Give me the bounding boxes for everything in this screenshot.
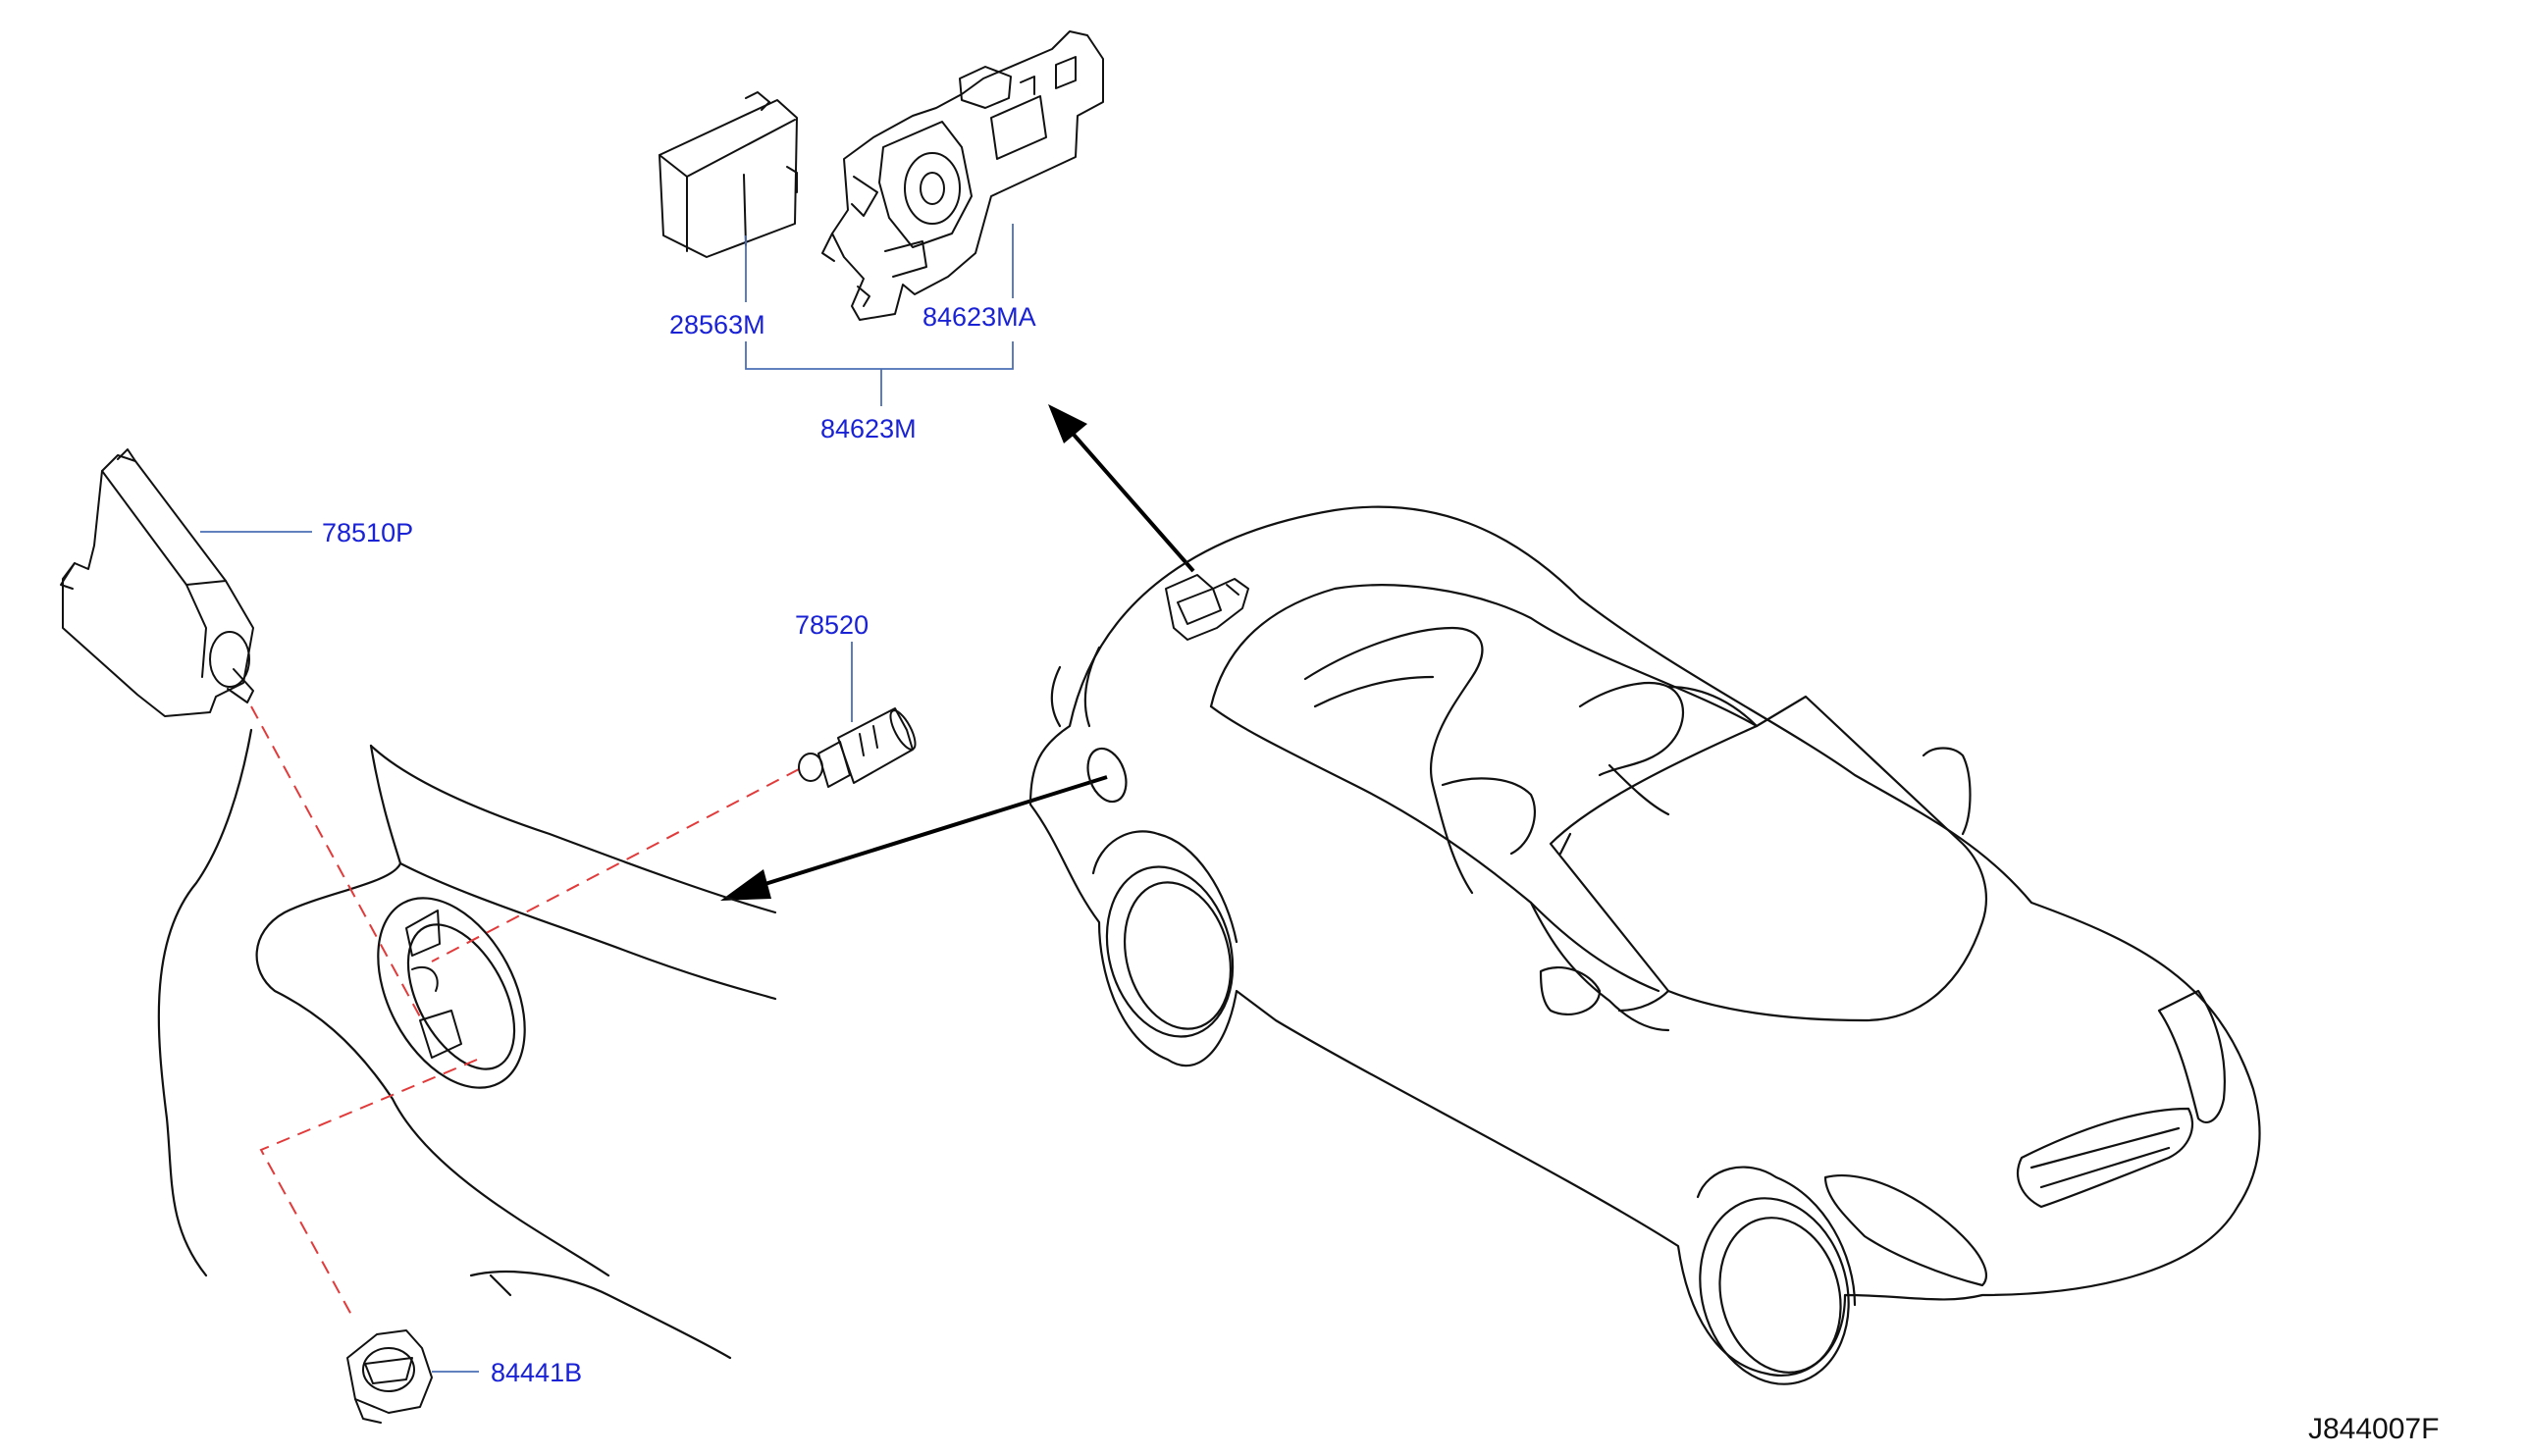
callout-84623m: 84623M: [820, 414, 917, 443]
callout-28563m: 28563M: [669, 310, 765, 339]
lid-opener-actuator-78510p: [60, 448, 254, 717]
socket-78520: [798, 707, 917, 788]
arrow-to-trunk-latch: [1048, 404, 1195, 573]
car-body: [1028, 505, 2261, 1377]
trunk-latch-on-car: [1165, 574, 1249, 641]
control-module-28563m: [659, 91, 798, 258]
fuel-door-on-car: [1086, 747, 1128, 804]
callout-78520: 78520: [795, 610, 869, 640]
bracket-84623m: [745, 341, 1014, 370]
dash-line-bulb: [431, 768, 800, 962]
lock-actuator-84623ma: [821, 30, 1104, 321]
fuel-door-housing: [377, 897, 526, 1089]
rear-wheel: [1091, 830, 1238, 1038]
dash-line-clip: [259, 1059, 478, 1316]
drawing-code: J844007F: [2308, 1413, 2439, 1445]
dash-line-actuator: [250, 705, 423, 1021]
callout-84623ma: 84623MA: [922, 302, 1036, 332]
clip-84441b: [346, 1329, 433, 1424]
callout-84441b: 84441B: [491, 1358, 582, 1387]
arrow-to-fuel-door: [720, 775, 1108, 901]
fender-outline: [157, 728, 777, 1360]
callout-78510p: 78510P: [322, 518, 413, 547]
front-wheel: [1696, 1166, 1857, 1385]
